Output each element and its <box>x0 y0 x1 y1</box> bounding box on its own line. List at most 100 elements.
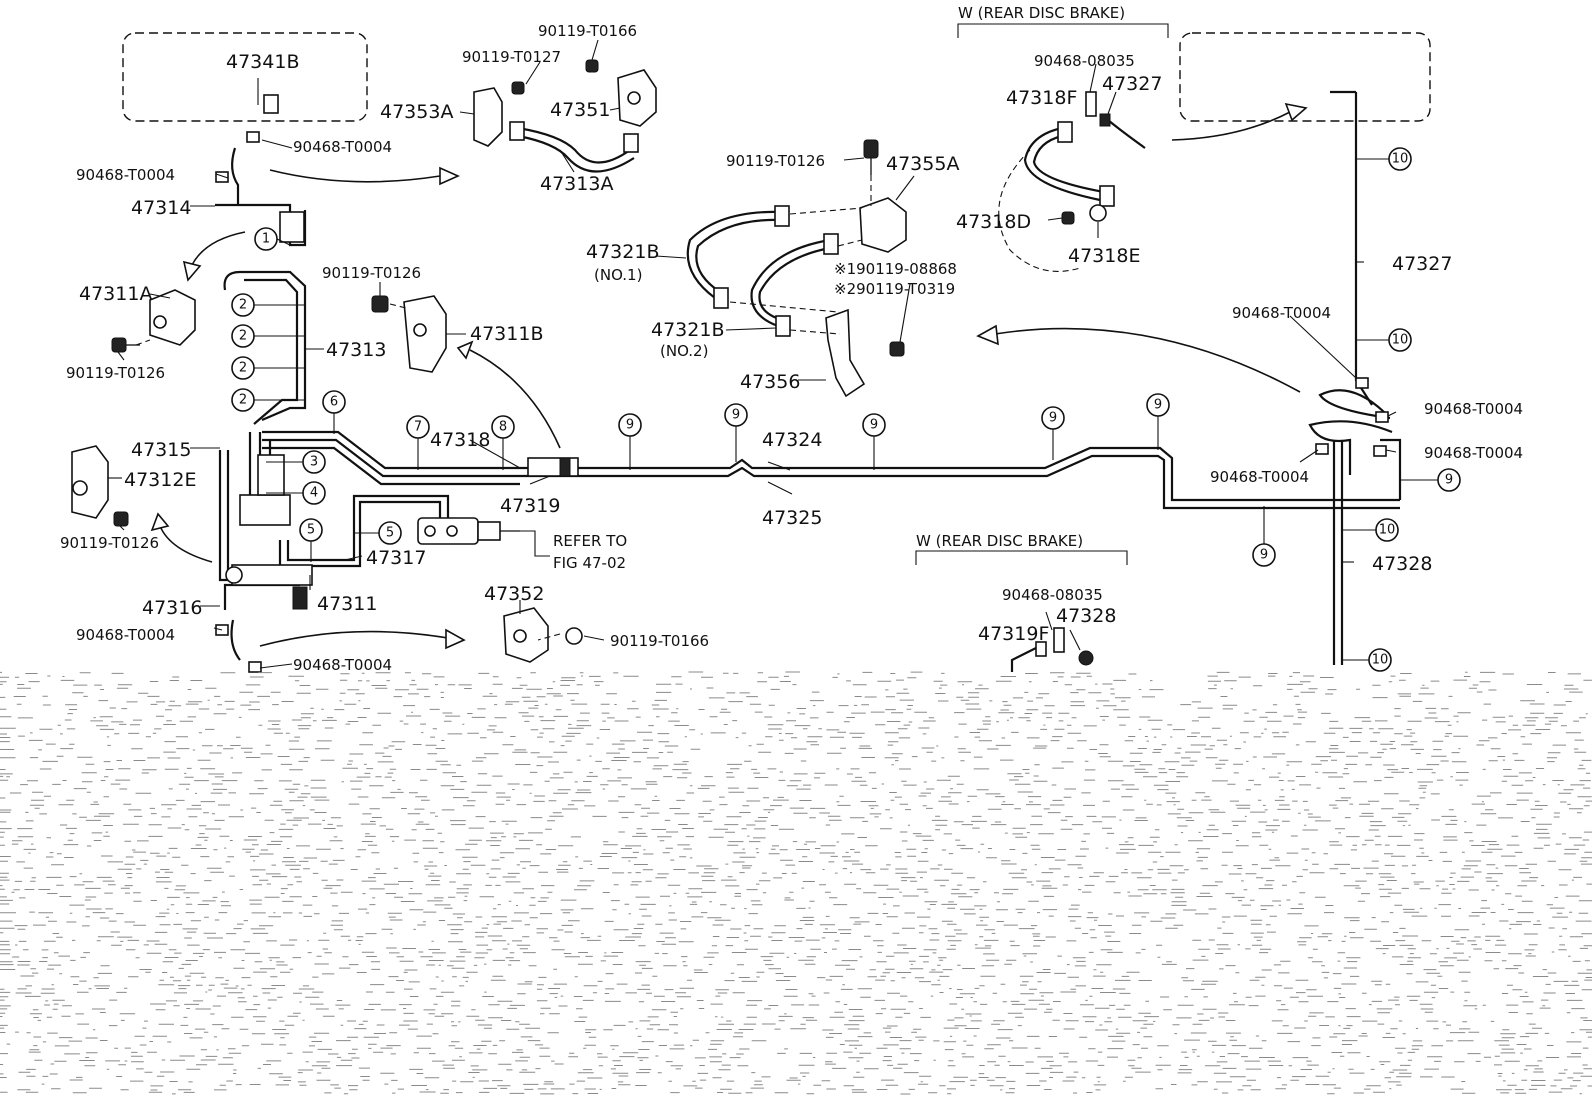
svg-text:9: 9 <box>1260 548 1268 563</box>
label-47315: 47315 <box>131 439 191 461</box>
hose-47321B-no2 <box>750 233 839 337</box>
label-47316: 47316 <box>142 597 202 619</box>
scan-noise-strokes <box>0 671 1592 1095</box>
label-47313A: 47313A <box>540 173 613 195</box>
clip-90468-08035-b <box>1053 627 1065 653</box>
master-cylinder <box>417 517 550 557</box>
label-90119-T0166-a: 90119-T0166 <box>538 22 637 40</box>
label-90468-08035-b: 90468-08035 <box>1002 586 1103 604</box>
label-47327: 47327 <box>1392 253 1452 275</box>
body-frame-right <box>1179 32 1431 122</box>
callout-8: 8 <box>491 415 515 439</box>
label-90468-T0004-f: 90468-T0004 <box>1424 400 1523 418</box>
bolt-90119-T0319 <box>889 341 905 357</box>
bolt-90119-T0166-b <box>565 627 583 645</box>
label-47321B-no2: 47321B <box>651 319 724 341</box>
bolt-90119-T0126-a <box>111 337 140 353</box>
bracket-47312E <box>71 445 109 519</box>
label-no1: (NO.1) <box>594 266 642 284</box>
bolt-90119-T0126-d <box>863 139 879 175</box>
bolt-90119-T0126-c <box>371 295 389 313</box>
label-no2: (NO.2) <box>660 342 708 360</box>
w-bracket-top <box>957 23 1169 38</box>
svg-text:9: 9 <box>1154 398 1162 413</box>
label-47311A: 47311A <box>79 283 152 305</box>
label-90468-T0004-g: 90468-T0004 <box>1424 444 1523 462</box>
svg-text:2: 2 <box>239 329 247 344</box>
callout-6: 6 <box>322 390 346 414</box>
bracket-47311B <box>403 295 447 373</box>
callout-10c: 10 <box>1375 518 1399 542</box>
svg-text:10: 10 <box>1379 523 1396 538</box>
svg-text:2: 2 <box>239 393 247 408</box>
label-90468-T0004-h: 90468-T0004 <box>1210 468 1309 486</box>
svg-text:2: 2 <box>239 298 247 313</box>
callout-9d: 9 <box>1041 406 1065 430</box>
label-47321B-no1: 47321B <box>586 241 659 263</box>
svg-text:2: 2 <box>239 361 247 376</box>
label-note1: ※190119-08868 <box>834 260 957 278</box>
callout-10d: 10 <box>1368 648 1392 672</box>
callout-4: 4 <box>302 481 326 505</box>
label-90468-T0004-e: 90468-T0004 <box>1232 304 1331 322</box>
label-refer-to: REFER TO <box>553 532 627 550</box>
callout-1: 1 <box>254 227 278 251</box>
callout-10a: 10 <box>1388 147 1412 171</box>
label-47325: 47325 <box>762 507 822 529</box>
bracket-47311A <box>149 289 196 346</box>
svg-text:5: 5 <box>386 526 394 541</box>
label-47352: 47352 <box>484 583 544 605</box>
nut-47318E <box>1089 204 1107 222</box>
label-w-rear-disc-brake-bottom: W (REAR DISC BRAKE) <box>916 532 1083 550</box>
svg-text:9: 9 <box>1445 473 1453 488</box>
label-90119-T0126-a: 90119-T0126 <box>66 364 165 382</box>
scan-noise-area <box>0 671 1592 1095</box>
label-90119-T0126-d: 90119-T0126 <box>726 152 825 170</box>
bracket-47355A <box>859 197 907 253</box>
hose-47318F <box>1023 121 1115 207</box>
callout-9c: 9 <box>862 413 886 437</box>
fitting-47328-b <box>1078 650 1094 666</box>
callout-5b: 5 <box>378 521 402 545</box>
label-note2: ※290119-T0319 <box>834 280 955 298</box>
callout-9b: 9 <box>724 403 748 427</box>
hose-47321B-no1 <box>686 205 790 309</box>
label-47355A: 47355A <box>886 153 959 175</box>
label-47351: 47351 <box>550 99 610 121</box>
label-47318D: 47318D <box>956 211 1031 233</box>
svg-text:9: 9 <box>1049 411 1057 426</box>
svg-text:5: 5 <box>307 523 315 538</box>
callout-2c: 2 <box>231 356 255 380</box>
bracket-47351 <box>617 69 657 127</box>
callout-2a: 2 <box>231 293 255 317</box>
label-47318: 47318 <box>430 429 490 451</box>
label-47314: 47314 <box>131 197 191 219</box>
label-90468-08035-a: 90468-08035 <box>1034 52 1135 70</box>
callout-circles: 1 2 2 2 2 3 4 5 5 6 7 8 9 9 9 9 9 9 9 10… <box>231 147 1461 672</box>
label-47317: 47317 <box>366 547 426 569</box>
hose-47327-top <box>1099 113 1146 149</box>
label-47319: 47319 <box>500 495 560 517</box>
dashed-leaders <box>135 175 872 641</box>
label-47312E: 47312E <box>124 469 196 491</box>
callout-7: 7 <box>406 415 430 439</box>
svg-text:4: 4 <box>310 486 318 501</box>
label-90468-T0004-a: 90468-T0004 <box>293 138 392 156</box>
part-labels: 47341B 90468-T0004 90468-T0004 47314 473… <box>60 4 1523 674</box>
label-47328: 47328 <box>1372 553 1432 575</box>
hose-47319F <box>1010 641 1047 672</box>
callout-9f: 9 <box>1252 543 1276 567</box>
bolt-90119-T0127 <box>511 81 525 95</box>
clips-90468-T0004 <box>215 94 1389 673</box>
svg-text:8: 8 <box>499 420 507 435</box>
svg-text:1: 1 <box>262 232 270 247</box>
bolt-47318D <box>1061 211 1075 225</box>
clip-90468-08035-a <box>1085 91 1097 117</box>
callout-9a: 9 <box>618 413 642 437</box>
label-90119-T0126-c: 90119-T0126 <box>322 264 421 282</box>
label-w-rear-disc-brake-top: W (REAR DISC BRAKE) <box>958 4 1125 22</box>
bolt-90119-T0126-b <box>113 511 129 527</box>
label-47313: 47313 <box>326 339 386 361</box>
label-fig-47-02: FIG 47-02 <box>553 554 626 572</box>
